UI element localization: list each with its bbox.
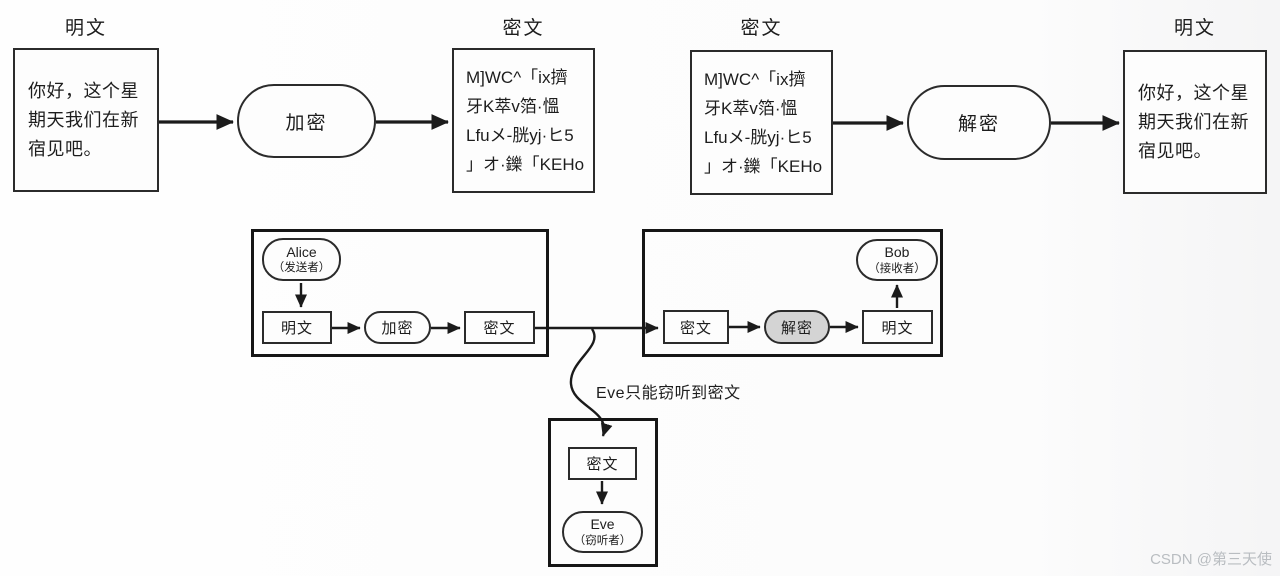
plaintext-title-right: 明文: [1173, 18, 1216, 39]
ciphertext-content-left: M]WC^「ix擠 牙K萃v箔·慍 Lfuメ-胱yj·ヒ5 」オ·鑠「KEHo: [466, 67, 585, 174]
eavesdropper-ciphertext-box: 密文: [568, 447, 637, 480]
bob-role: （接收者）: [868, 262, 926, 275]
sender-plaintext-box: 明文: [262, 311, 332, 344]
ciphertext-title-left: 密文: [502, 18, 545, 39]
ciphertext-content-right: M]WC^「ix擠 牙K萃v箔·慍 Lfuメ-胱yj·ヒ5 」オ·鑠「KEHo: [704, 69, 823, 176]
plaintext-box-right: 你好，这个星 期天我们在新 宿见吧。: [1123, 50, 1267, 194]
receiver-ciphertext-box: 密文: [663, 310, 729, 344]
eavesdrop-tap-line: [569, 328, 613, 437]
eavesdropper-container: [548, 418, 658, 567]
eve-actor-node: Eve （窃听者）: [562, 511, 643, 553]
bob-name: Bob: [884, 244, 910, 261]
alice-actor-node: Alice （发送者）: [262, 238, 341, 281]
bob-actor-node: Bob （接收者）: [856, 239, 938, 281]
plaintext-content-right: 你好，这个星 期天我们在新 宿见吧。: [1138, 82, 1249, 161]
sender-container: [251, 229, 549, 357]
ciphertext-box-right: M]WC^「ix擠 牙K萃v箔·慍 Lfuメ-胱yj·ヒ5 」オ·鑠「KEHo: [690, 50, 833, 195]
sender-ciphertext-box: 密文: [464, 311, 535, 344]
eavesdrop-note: Eve只能窃听到密文: [596, 385, 741, 402]
watermark-text: CSDN @第三天使: [1150, 551, 1272, 568]
plaintext-box-left: 你好，这个星 期天我们在新 宿见吧。: [13, 48, 159, 192]
encrypt-process-node: 加密: [237, 84, 376, 158]
decrypt-process-node: 解密: [907, 85, 1051, 160]
eve-role: （窃听者）: [573, 534, 632, 547]
ciphertext-title-right: 密文: [740, 18, 783, 39]
receiver-plaintext-box: 明文: [862, 310, 933, 344]
alice-role: （发送者）: [272, 262, 331, 275]
eve-name: Eve: [590, 516, 615, 533]
sender-encrypt-node: 加密: [364, 311, 431, 344]
plaintext-content-left: 你好，这个星 期天我们在新 宿见吧。: [28, 80, 139, 159]
receiver-decrypt-node: 解密: [764, 310, 830, 344]
ciphertext-box-left: M]WC^「ix擠 牙K萃v箔·慍 Lfuメ-胱yj·ヒ5 」オ·鑠「KEHo: [452, 48, 595, 193]
plaintext-title-left: 明文: [64, 18, 107, 39]
receiver-container: [642, 229, 943, 357]
alice-name: Alice: [286, 243, 317, 260]
